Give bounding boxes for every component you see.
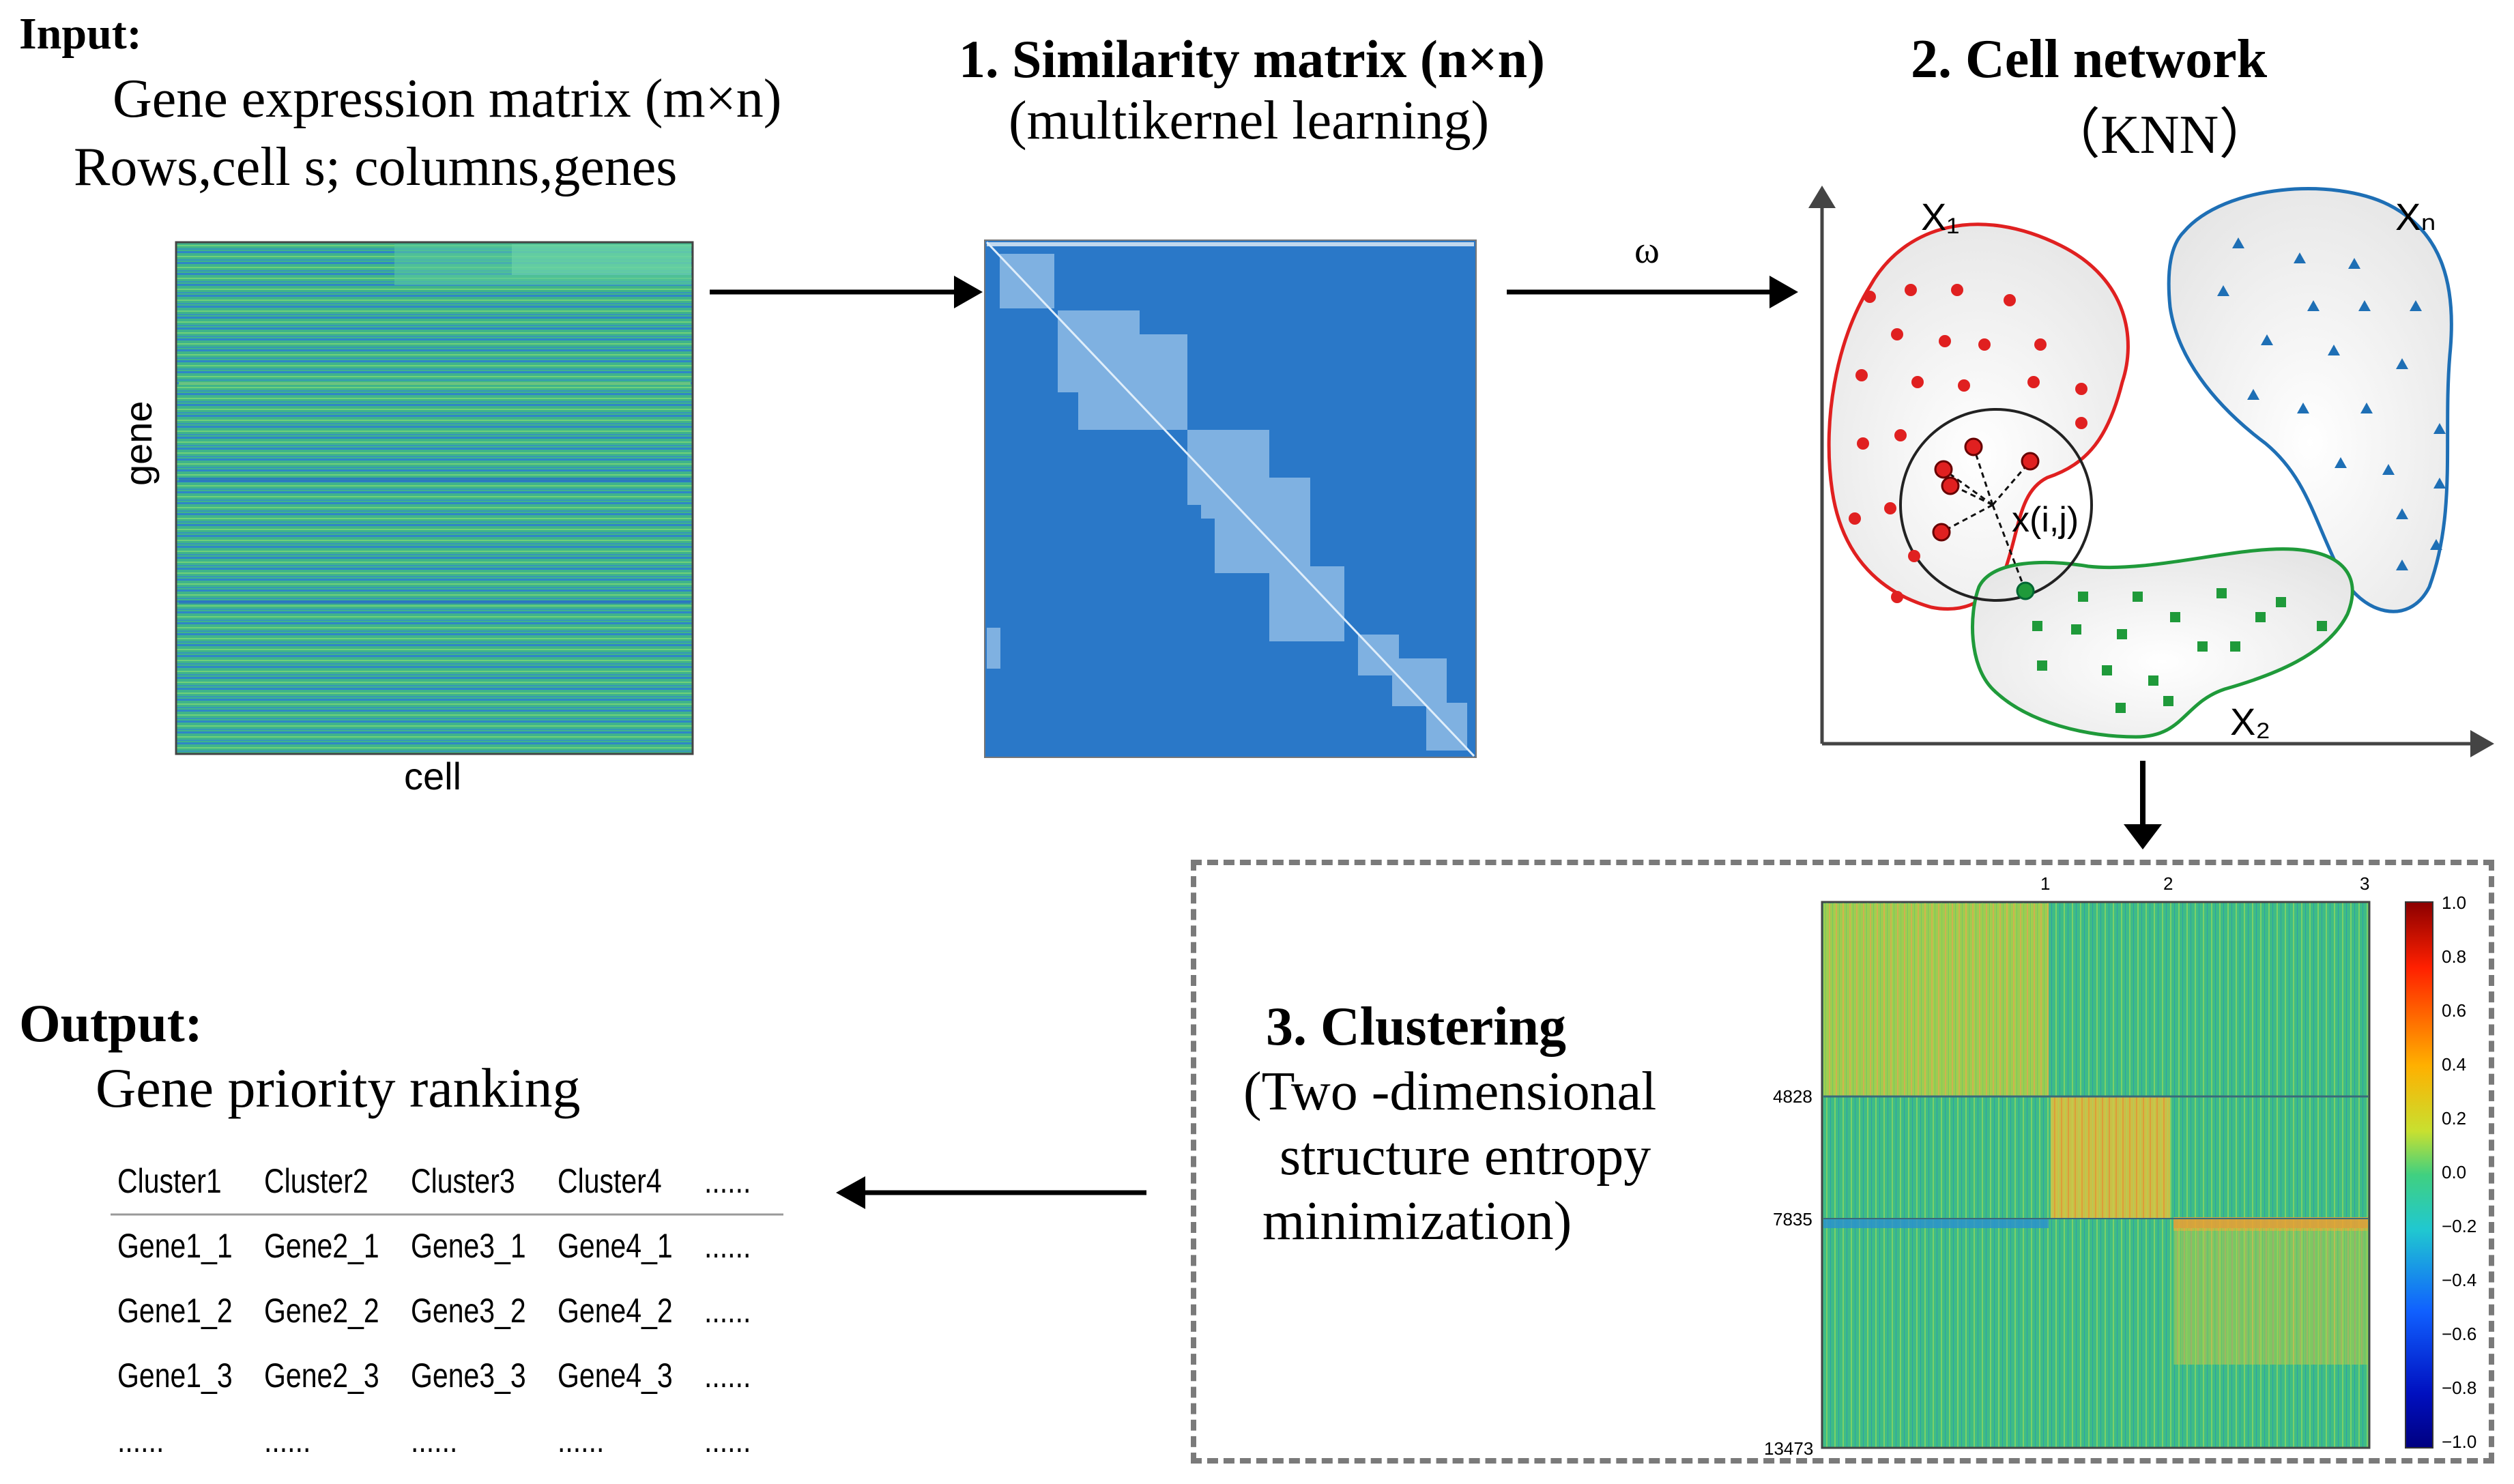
table-cell: Gene3_2 [411,1292,526,1330]
colorbar-tick-label: −0.4 [2442,1270,2477,1290]
cluster-1-points [1849,284,2087,603]
heatmap-top-tick: 3 [2360,873,2370,894]
table-cell: Gene2_2 [264,1292,379,1330]
colorbar-tick-label: −0.2 [2442,1216,2477,1236]
cluster-n-points [2217,237,2446,570]
gene-expression-heatmap [175,241,694,755]
input-heading: Input: [19,9,142,59]
output-heading: Output: [19,993,203,1053]
input-description-line2: Rows,cell s; columns,genes [74,137,678,197]
clustering-heatmap [1821,901,2371,1449]
cluster-2-points [2032,588,2327,713]
neighbor-points [1932,437,2040,542]
table-row: Gene1_3 Gene2_3 Gene3_3 Gene4_3...... [117,1356,793,1410]
colorbar-tick-label: 0.6 [2442,1000,2467,1021]
table-cell: ...... [704,1227,751,1265]
heatmap-x-axis-label: cell [404,755,462,798]
colorbar-tick-label: 1.0 [2442,892,2467,913]
arrow-head [1769,276,1798,308]
arrow-head [954,276,983,308]
cluster-1-label: X₁ [1921,195,1960,238]
heatmap-left-tick: 13473 [1764,1438,1814,1459]
cluster-n-label: Xₙ [2395,195,2436,238]
output-subtitle: Gene priority ranking [96,1057,581,1119]
clustering-panel [1191,860,2494,1464]
table-header-cell: ...... [704,1162,751,1200]
neighbor-green-point [2016,581,2035,600]
table-cell: ...... [558,1421,605,1459]
colorbar-tick-label: −0.8 [2442,1378,2477,1398]
edge-weight-label: ω [1634,229,1660,272]
table-cell: Gene4_1 [558,1227,673,1265]
table-row: Gene1_1 Gene2_1 Gene3_1 Gene4_1...... [117,1226,793,1281]
step2-subtitle: （KNN） [2046,105,2274,165]
table-cell: ...... [411,1421,458,1459]
table-header-cell: Cluster2 [264,1162,369,1200]
table-row: .............................. [117,1421,793,1475]
heatmap-top-tick: 1 [2040,873,2051,894]
step3-line3: structure entropy [1280,1126,1651,1187]
cluster-2-label: X₂ [2230,700,2271,743]
colorbar-tick-label: 0.2 [2442,1108,2467,1129]
knn-edges [1941,446,2032,592]
step3-line2: (Two -dimensional [1243,1062,1657,1122]
step3-line4: minimization) [1262,1191,1572,1251]
knn-neighborhood-circle [1899,408,2093,602]
step3-title: 3. Clustering [1266,997,1566,1057]
colorbar [2405,901,2433,1449]
table-cell: Gene1_2 [117,1292,233,1330]
input-description-line1: Gene expression matrix (m×n) [113,69,782,129]
table-cell: ...... [264,1421,311,1459]
arrow-head [836,1176,865,1209]
table-cell: Gene3_1 [411,1227,526,1265]
table-cell: Gene1_1 [117,1227,233,1265]
colorbar-tick-label: 0.0 [2442,1162,2467,1182]
step1-title: 1. Similarity matrix (n×n) [959,29,1546,89]
table-cell: ...... [117,1421,164,1459]
table-cell: ...... [704,1356,751,1395]
heatmap-y-axis-label: gene [117,401,160,486]
heatmap-left-tick: 7835 [1773,1209,1812,1230]
table-header-row: Cluster1 Cluster2 Cluster3 Cluster4...... [117,1161,793,1216]
arrow-head [2124,824,2162,849]
colorbar-tick-label: −0.6 [2442,1324,2477,1344]
step2-title: 2. Cell network [1911,29,2268,89]
table-cell: Gene4_2 [558,1292,673,1330]
heatmap-left-tick: 4828 [1773,1086,1812,1107]
node-label: x(i,j) [2012,500,2079,540]
table-cell: ...... [704,1421,751,1459]
table-row: Gene1_2 Gene2_2 Gene3_2 Gene4_2...... [117,1291,793,1345]
heatmap-top-tick: 2 [2163,873,2173,894]
colorbar-tick-label: 0.4 [2442,1054,2467,1075]
table-header-cell: Cluster1 [117,1162,222,1200]
cluster-1-region [1827,222,2130,611]
similarity-matrix [984,239,1477,758]
table-cell: Gene2_1 [264,1227,379,1265]
table-cell: Gene1_3 [117,1356,233,1395]
cluster-n-region [2167,187,2453,613]
table-cell: Gene3_3 [411,1356,526,1395]
similarity-blocks [987,254,1467,751]
table-header-cell: Cluster4 [558,1162,662,1200]
colorbar-tick-label: 0.8 [2442,946,2467,967]
network-axes [1808,186,2494,757]
colorbar-tick-label: −1.0 [2442,1431,2477,1452]
table-header-cell: Cluster3 [411,1162,515,1200]
table-cell: Gene4_3 [558,1356,673,1395]
cluster-2-region [1970,547,2354,739]
table-cell: ...... [704,1292,751,1330]
step1-subtitle: (multikernel learning) [1009,91,1490,151]
table-cell: Gene2_3 [264,1356,379,1395]
